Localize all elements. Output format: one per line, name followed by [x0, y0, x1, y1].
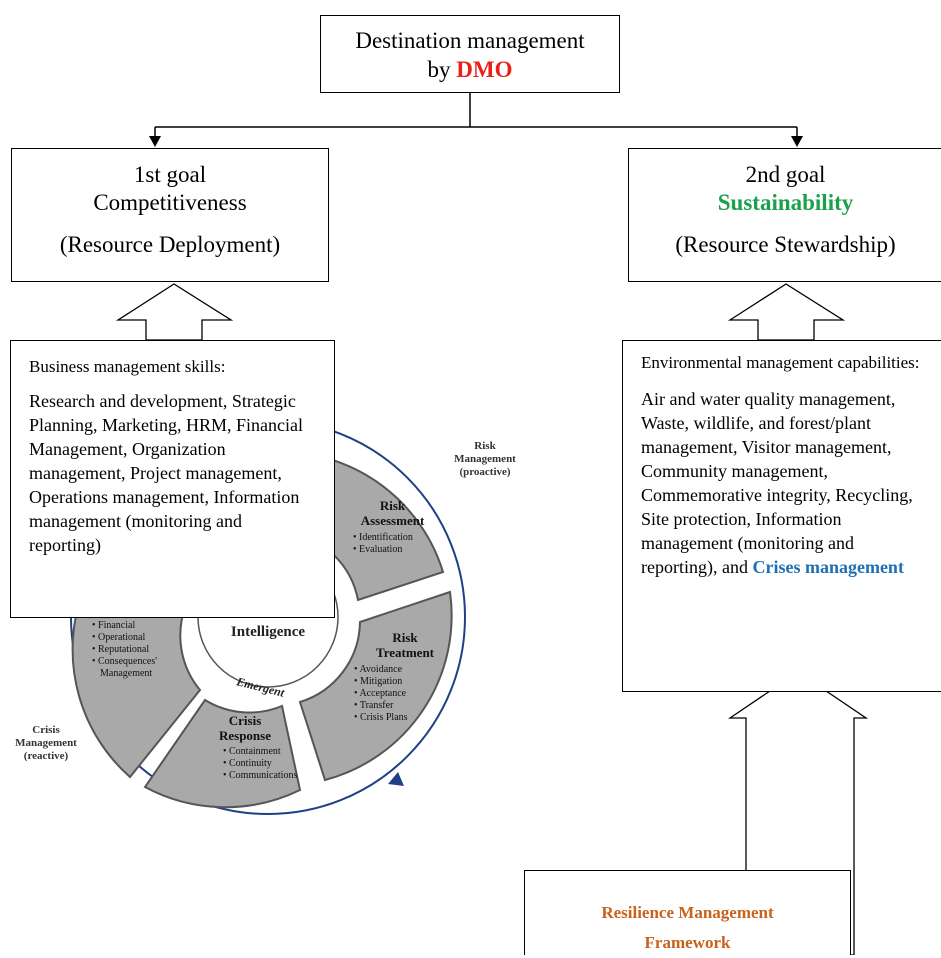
goal1-sub: (Resource Deployment): [59, 232, 281, 257]
treatment-item: • Crisis Plans: [354, 712, 408, 723]
arrowhead-right: [791, 136, 803, 147]
response-segment-text: Crisis Response • Containment • Continui…: [205, 713, 315, 782]
crisis-management-label: Crisis Management (reactive): [6, 724, 86, 763]
goal2-name: Sustainability: [717, 190, 854, 215]
up-arrow-goal1: [115, 283, 234, 341]
segment-treatment: [298, 590, 453, 782]
environmental-box: Environmental management capabilities: A…: [622, 340, 941, 692]
risk-management-line3: (proactive): [459, 466, 511, 478]
response-item: • Containment: [223, 746, 281, 757]
assessment-item: • Identification: [353, 532, 413, 543]
risk-management-line2: Management: [454, 453, 516, 465]
treatment-item: • Acceptance: [354, 688, 407, 699]
risk-management-line1: Risk: [474, 440, 496, 452]
goal2-sub: (Resource Stewardship): [675, 232, 896, 257]
left-item: Management: [100, 668, 153, 679]
resilience-box: Resilience Management Framework: [524, 870, 851, 955]
goal1-name: Competitiveness: [93, 190, 247, 215]
crisis-management-line1: Crisis: [32, 724, 60, 736]
response-title2: Response: [218, 728, 271, 743]
risk-management-label: Risk Management (proactive): [440, 440, 530, 479]
dmo-text: DMO: [456, 57, 513, 82]
left-item: • Operational: [92, 632, 146, 643]
left-item: • Reputational: [92, 644, 150, 655]
crises-management-text: Crises management: [752, 557, 904, 577]
response-item: • Communications: [223, 770, 298, 781]
by-dmo-line: by DMO: [427, 57, 513, 82]
treatment-title2: Treatment: [376, 645, 434, 660]
top-connector: [154, 92, 798, 138]
resilience-line2: Framework: [644, 933, 731, 952]
treatment-item: • Avoidance: [354, 664, 403, 675]
crisis-management-line2: Management: [15, 737, 77, 749]
goal1-box: 1st goal Competitiveness (Resource Deplo…: [11, 148, 329, 282]
goal2-title: 2nd goal: [745, 162, 826, 187]
goal2-box: 2nd goal Sustainability (Resource Stewar…: [628, 148, 941, 282]
resilience-line1: Resilience Management: [601, 903, 774, 922]
assessment-segment-text: Risk Assessment • Identification • Evalu…: [345, 498, 440, 556]
destination-management-box: Destination management by DMO: [320, 15, 620, 93]
business-skills-heading: Business management skills:: [29, 357, 226, 376]
business-skills-box: Business management skills: Research and…: [10, 340, 335, 618]
left-item: • Financial: [92, 620, 136, 631]
arrowhead-left: [149, 136, 161, 147]
crisis-management-line3: (reactive): [23, 750, 69, 762]
goal1-title: 1st goal: [133, 162, 207, 187]
assessment-title1: Risk: [379, 498, 406, 513]
segment-response: [143, 698, 302, 809]
treatment-segment-text: Risk Treatment • Avoidance • Mitigation …: [350, 630, 440, 724]
destination-management-title: Destination management: [355, 28, 585, 53]
left-segment-text: • Financial • Operational • Reputational…: [92, 620, 202, 680]
assessment-item: • Evaluation: [353, 544, 403, 555]
business-skills-body: Research and development, Strategic Plan…: [29, 391, 303, 555]
environmental-heading: Environmental management capabilities:: [641, 353, 920, 372]
treatment-item: • Mitigation: [354, 676, 403, 687]
treatment-item: • Transfer: [354, 700, 394, 711]
assessment-title2: Assessment: [360, 513, 425, 528]
up-arrow-goal2: [727, 283, 846, 341]
treatment-title1: Risk: [392, 630, 418, 645]
environmental-body: Air and water quality management, Waste,…: [641, 389, 913, 577]
response-title1: Crisis: [228, 713, 262, 728]
intelligence-label: Intelligence: [230, 624, 306, 640]
left-item: • Consequences': [92, 656, 158, 667]
response-item: • Continuity: [223, 758, 272, 769]
